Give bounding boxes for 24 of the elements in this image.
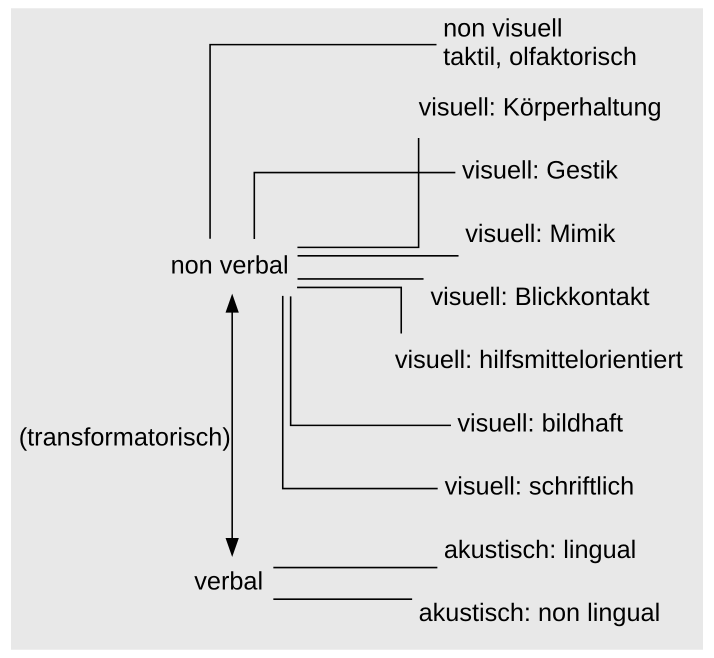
node-text: visuell: hilfsmittelorientiert xyxy=(394,346,683,374)
node-text: akustisch: lingual xyxy=(444,536,636,564)
node-text: visuell: Körperhaltung xyxy=(418,93,662,122)
connector xyxy=(273,566,438,568)
connector xyxy=(254,172,456,239)
connector xyxy=(209,44,436,239)
connector xyxy=(273,598,412,600)
node-text: verbal xyxy=(194,567,264,596)
connector xyxy=(282,296,438,490)
node-text: akustisch: non lingual xyxy=(418,598,660,627)
connector xyxy=(290,296,451,426)
connector xyxy=(298,278,424,280)
node-text: visuell: schriftlich xyxy=(444,472,634,501)
connector xyxy=(297,138,420,248)
node-text: non verbal xyxy=(170,251,289,280)
connector xyxy=(297,286,402,334)
arrow xyxy=(226,294,239,557)
edge-label: (transformatorisch) xyxy=(18,424,231,452)
node-text: visuell: Blickkontakt xyxy=(430,282,650,311)
node-text: non visuell taktil, olfaktorisch xyxy=(443,14,637,71)
node-text: visuell: Gestik xyxy=(462,156,618,185)
node-text: visuell: Mimik xyxy=(465,220,616,248)
connector xyxy=(298,255,459,257)
node-text: visuell: bildhaft xyxy=(457,409,624,438)
